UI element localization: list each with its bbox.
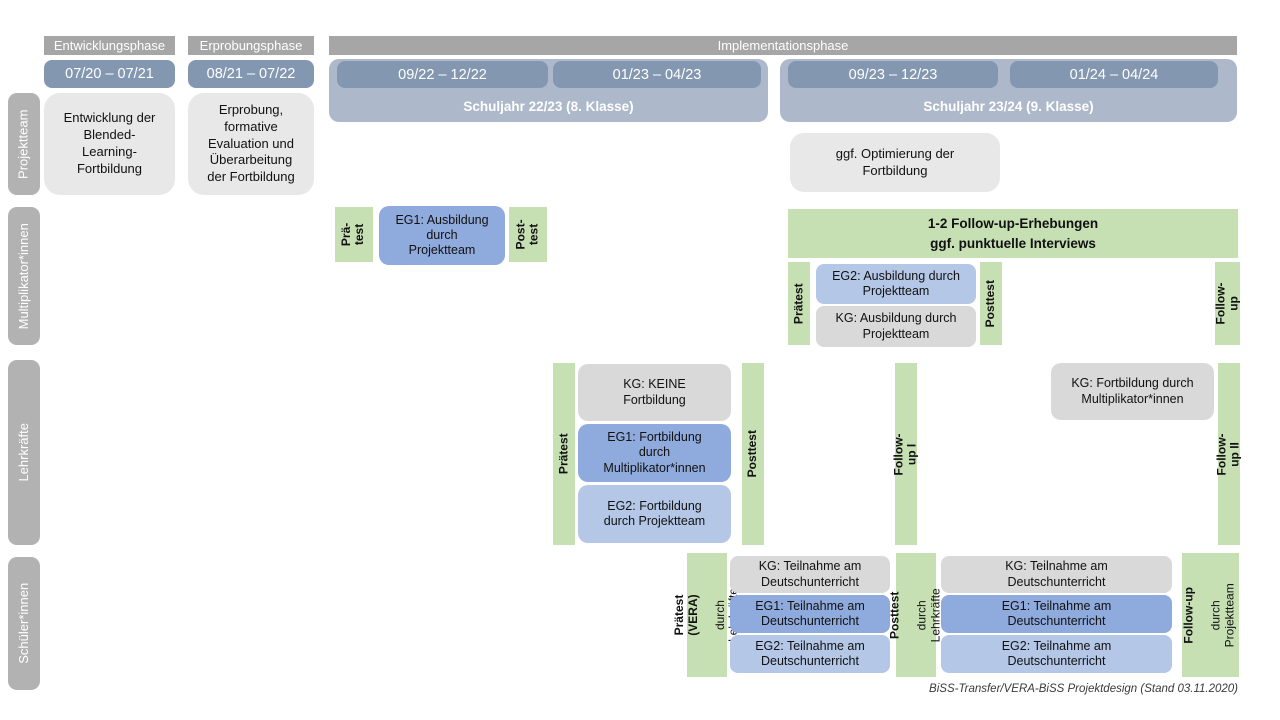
box-eg1-fortbildung-multiplikatoren: EG1: Fortbildung durch Multiplikator*inn… [578,424,731,482]
bar-followup-erhebungen: 1-2 Follow-up-Erhebungen ggf. punktuelle… [788,209,1238,258]
bar-multiplikator-followup: Follow-up [1213,262,1241,345]
footer-caption: BiSS-Transfer/VERA-BiSS Projektdesign (S… [929,683,1238,695]
box-erprobung-evaluation: Erprobung, formative Evaluation und Über… [188,93,314,195]
bar-lehrkraefte-praetest: Prätest [553,363,575,545]
box-entwicklung-blended-learning: Entwicklung der Blended- Learning- Fortb… [44,93,175,195]
bar-lehrkraefte-followup-2-label: Follow-up II [1214,433,1242,475]
date-bar-0720-0721: 07/20 – 07/21 [44,60,175,88]
box-eg1-teilnahme-deutschunterricht-1: EG1: Teilnahme am Deutschunterricht [730,595,890,633]
box-eg1-ausbildung-projektteam: EG1: Ausbildung durch Projektteam [379,206,505,265]
bar-lehrkraefte-followup-2: Follow-up II [1214,363,1242,545]
bar-schueler-posttest: Posttest durch Lehrkräfte [888,553,942,677]
box-kg-teilnahme-deutschunterricht-1: KG: Teilnahme am Deutschunterricht [730,556,890,593]
date-bar-0922-1222: 09/22 – 12/22 [337,61,548,88]
sidebar-row-multiplikatorinnen: Multiplikator*innen [8,207,40,345]
bar-lehrkraefte-followup-1: Follow-up I [891,363,919,545]
box-kg-teilnahme-deutschunterricht-2: KG: Teilnahme am Deutschunterricht [941,556,1172,593]
bar-lehrkraefte-followup-1-label: Follow-up I [891,433,919,475]
sidebar-row-schuelerinnen-label: Schüler*innen [15,583,31,664]
bar-multiplikator-praetest-1-label: Prä- test [339,222,367,247]
bar-schueler-posttest-sublabel: durch Lehrkräfte [915,587,943,643]
bar-multiplikator-posttest-1-label: Post- test [513,219,541,250]
phase-bar-entwicklungsphase: Entwicklungsphase [44,36,175,55]
bar-schueler-followup-sublabel: durch Projektteam [1209,582,1237,648]
sidebar-row-projektteam-label: Projektteam [15,109,31,179]
bar-schueler-followup-projektteam: Follow-up durch Projektteam [1182,553,1239,677]
date-bar-0123-0423: 01/23 – 04/23 [553,61,761,88]
phase-bar-implementationsphase: Implementationsphase [329,36,1237,55]
bar-lehrkraefte-posttest: Posttest [742,363,764,545]
bar-schueler-followup-label: Follow-up [1182,586,1197,644]
bar-multiplikator-praetest-2: Prätest [788,262,810,345]
bar-schueler-praetest-vera: Prätest (VERA) durch Lehrkräfte [672,553,740,677]
sidebar-row-schuelerinnen: Schüler*innen [8,557,40,690]
phase-bar-erprobungsphase: Erprobungsphase [188,36,314,55]
bar-multiplikator-posttest-2-label: Posttest [983,279,998,328]
schoolyear-label-22-23: Schuljahr 22/23 (8. Klasse) [463,98,634,114]
box-eg1-teilnahme-deutschunterricht-2: EG1: Teilnahme am Deutschunterricht [941,595,1172,633]
sidebar-row-multiplikatorinnen-label: Multiplikator*innen [15,222,31,330]
date-bar-0923-1223: 09/23 – 12/23 [788,61,998,88]
sidebar-row-projektteam: Projektteam [8,93,40,195]
box-eg2-teilnahme-deutschunterricht-2: EG2: Teilnahme am Deutschunterricht [941,635,1172,673]
bar-lehrkraefte-praetest-label: Prätest [556,433,571,475]
bar-lehrkraefte-posttest-label: Posttest [745,430,760,478]
bar-multiplikator-posttest-2: Posttest [980,262,1002,345]
box-kg-ausbildung-projektteam: KG: Ausbildung durch Projektteam [816,306,976,347]
box-ggf-optimierung: ggf. Optimierung der Fortbildung [790,133,1000,192]
box-eg2-fortbildung-projektteam: EG2: Fortbildung durch Projektteam [578,485,731,543]
bar-schueler-praetest-vera-label: Prätest (VERA) [672,594,700,636]
box-eg2-teilnahme-deutschunterricht-1: EG2: Teilnahme am Deutschunterricht [730,635,890,673]
date-bar-0821-0722: 08/21 – 07/22 [188,60,314,88]
sidebar-row-lehrkraefte: Lehrkräfte [8,360,40,545]
bar-multiplikator-posttest-1: Post- test [509,207,547,262]
bar-multiplikator-followup-label: Follow-up [1213,282,1241,325]
bar-multiplikator-praetest-1: Prä- test [335,207,373,262]
date-bar-0124-0424: 01/24 – 04/24 [1010,61,1218,88]
bar-multiplikator-praetest-2-label: Prätest [791,283,806,324]
box-kg-keine-fortbildung: KG: KEINE Fortbildung [578,364,731,421]
box-kg-fortbildung-multiplikatoren: KG: Fortbildung durch Multiplikator*inne… [1051,363,1214,420]
box-eg2-ausbildung-projektteam: EG2: Ausbildung durch Projektteam [816,264,976,304]
sidebar-row-lehrkraefte-label: Lehrkräfte [15,423,31,482]
bar-schueler-posttest-label: Posttest [888,591,903,639]
schoolyear-label-23-24: Schuljahr 23/24 (9. Klasse) [923,98,1094,114]
